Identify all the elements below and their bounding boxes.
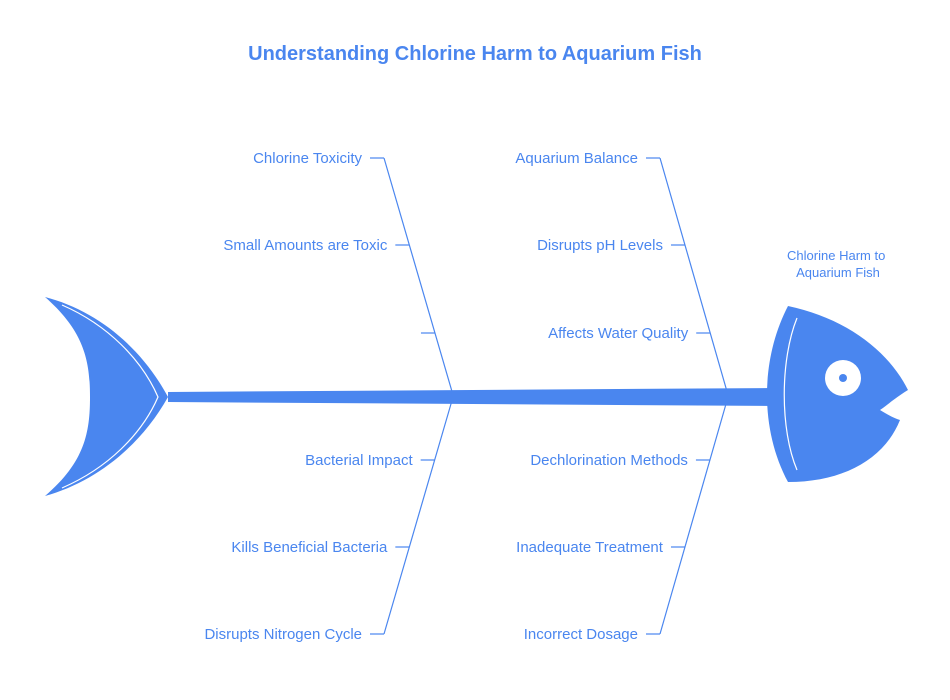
branch-label: Affects Water Quality — [548, 325, 689, 342]
bone-lower-right — [659, 396, 729, 635]
fish-spine — [168, 388, 775, 406]
head-label: Chlorine Harm to Aquarium Fish — [787, 248, 889, 280]
branch-label: Dechlorination Methods — [530, 452, 688, 469]
fish-pupil — [839, 374, 847, 382]
bone-lower-left — [383, 396, 454, 635]
branch-label: Disrupts Nitrogen Cycle — [204, 626, 362, 643]
fish-tail-highlight — [61, 304, 159, 489]
fish-head-gill — [783, 317, 798, 471]
bone-upper-left — [383, 157, 454, 396]
head-label-line: Aquarium Fish — [796, 265, 880, 280]
branch-label: Small Amounts are Toxic — [223, 237, 387, 254]
head-label-line: Chlorine Harm to — [787, 248, 885, 263]
bone-upper-right — [659, 157, 729, 396]
branch-label: Bacterial Impact — [305, 452, 413, 469]
branch-label: Kills Beneficial Bacteria — [231, 539, 388, 556]
fish-tail — [45, 297, 168, 496]
branch-label: Incorrect Dosage — [524, 626, 638, 643]
branch-label: Chlorine Toxicity — [253, 150, 362, 167]
branch-label: Disrupts pH Levels — [537, 237, 663, 254]
diagram-title: Understanding Chlorine Harm to Aquarium … — [248, 43, 702, 65]
branch-label: Inadequate Treatment — [516, 539, 664, 556]
branch-label: Aquarium Balance — [515, 150, 638, 167]
